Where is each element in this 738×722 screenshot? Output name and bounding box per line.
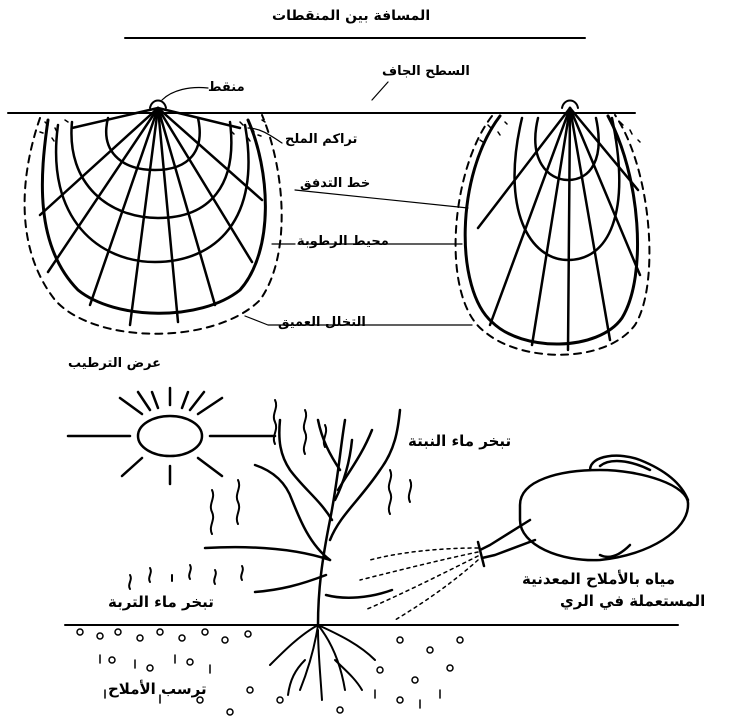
salt-accumulation-label: تراكم الملح (285, 132, 357, 148)
soil-evaporation-marks (129, 565, 243, 589)
salt-deposition-label: ترسب الأملاح (108, 680, 207, 698)
left-wetting-bulb (25, 88, 282, 334)
dry-surface-pointer (372, 82, 388, 100)
dripper-label: منقط (208, 80, 245, 96)
plant-transpiration-label: تبخر ماء النبتة (408, 432, 511, 450)
moisture-perimeter-label: محيط الرطوبة (297, 234, 389, 250)
watering-can (478, 456, 688, 566)
roots (270, 625, 375, 700)
soil-salt-dots (77, 629, 463, 715)
water-spray (360, 548, 478, 620)
irrigation-water-label-line2: المستعملة في الري (560, 592, 705, 610)
sun (68, 388, 275, 484)
spacing-title: المسافة بين المنقطات (272, 8, 430, 25)
wetting-width-label: عرض الترطيب (68, 356, 161, 372)
deep-percolation-label: التخلل العميق (278, 315, 366, 331)
plant (205, 410, 400, 625)
dry-surface-label: السطح الجاف (382, 64, 470, 80)
right-wetting-bulb (456, 101, 650, 355)
flow-line-label: خط التدفق (300, 176, 370, 192)
soil-evaporation-label: تبخر ماء التربة (108, 593, 214, 611)
dripper-pointer (162, 88, 208, 101)
irrigation-water-label-line1: مياه بالأملاح المعدنية (522, 570, 675, 588)
label-pointers (245, 128, 472, 325)
